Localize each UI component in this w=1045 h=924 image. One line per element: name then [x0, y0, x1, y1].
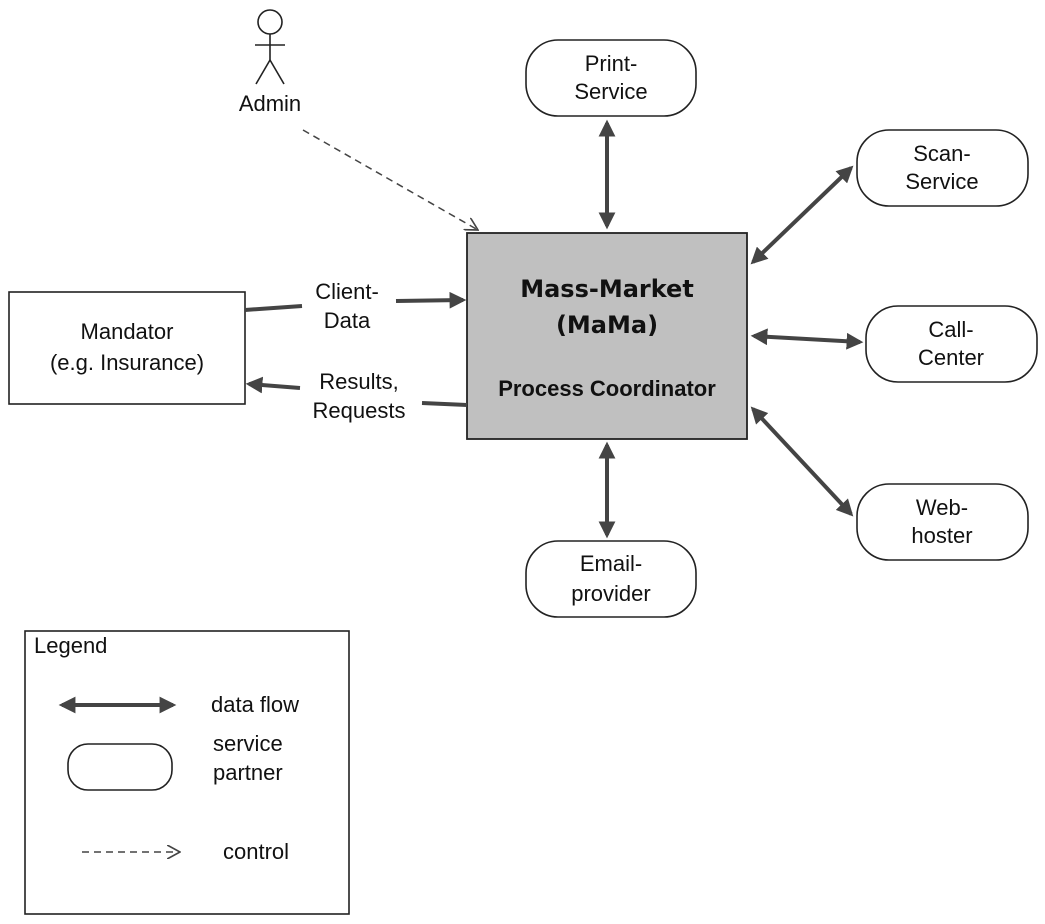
webhoster-line1: Web- — [916, 495, 968, 520]
mandator-rect — [8, 291, 246, 405]
admin-label: Admin — [239, 91, 301, 116]
legend-control-label: control — [223, 839, 289, 864]
legend: Legend data flow service partner control — [24, 630, 350, 915]
scan-service-line2: Service — [905, 169, 978, 194]
email-provider-line1: Email- — [580, 551, 642, 576]
legend-service-line2: partner — [213, 760, 283, 785]
results-requests-flow: Results, Requests — [245, 369, 468, 423]
webhoster-line2: hoster — [911, 523, 972, 548]
scan-service-arrow — [750, 165, 854, 265]
coordinator-title-line2: (MaMa) — [556, 311, 658, 339]
call-center-arrow — [750, 328, 864, 350]
admin-actor: Admin — [239, 9, 301, 116]
webhoster-arrow — [750, 406, 854, 517]
print-service-line2: Service — [574, 79, 647, 104]
coordinator-rect — [466, 232, 748, 440]
results-label-line1: Results, — [319, 369, 398, 394]
client-data-flow: Client- Data — [244, 279, 467, 333]
email-provider-node: Email- provider — [525, 540, 697, 618]
legend-service-line1: service — [213, 731, 283, 756]
coordinator-box: Mass-Market (MaMa) Process Coordinator — [466, 232, 748, 440]
client-data-label-line2: Data — [324, 308, 371, 333]
coordinator-subtitle: Process Coordinator — [498, 376, 716, 401]
email-provider-line2: provider — [571, 581, 650, 606]
legend-service-shape — [67, 743, 173, 791]
call-center-line2: Center — [918, 345, 984, 370]
call-center-node: Call- Center — [865, 305, 1038, 383]
coordinator-title-line1: Mass-Market — [520, 275, 694, 303]
webhoster-node: Web- hoster — [856, 483, 1029, 561]
mandator-box: Mandator (e.g. Insurance) — [8, 291, 246, 405]
results-label-line2: Requests — [313, 398, 406, 423]
scan-service-line1: Scan- — [913, 141, 970, 166]
print-service-node: Print- Service — [525, 39, 697, 117]
actor-head — [257, 9, 283, 35]
client-data-label-line1: Client- — [315, 279, 379, 304]
mandator-label-line2: (e.g. Insurance) — [50, 350, 204, 375]
legend-title: Legend — [34, 633, 107, 658]
call-center-line1: Call- — [928, 317, 973, 342]
print-service-line1: Print- — [585, 51, 638, 76]
mandator-label-line1: Mandator — [81, 319, 174, 344]
scan-service-node: Scan- Service — [856, 129, 1029, 207]
legend-data-flow-label: data flow — [211, 692, 299, 717]
control-arrow — [302, 129, 478, 230]
